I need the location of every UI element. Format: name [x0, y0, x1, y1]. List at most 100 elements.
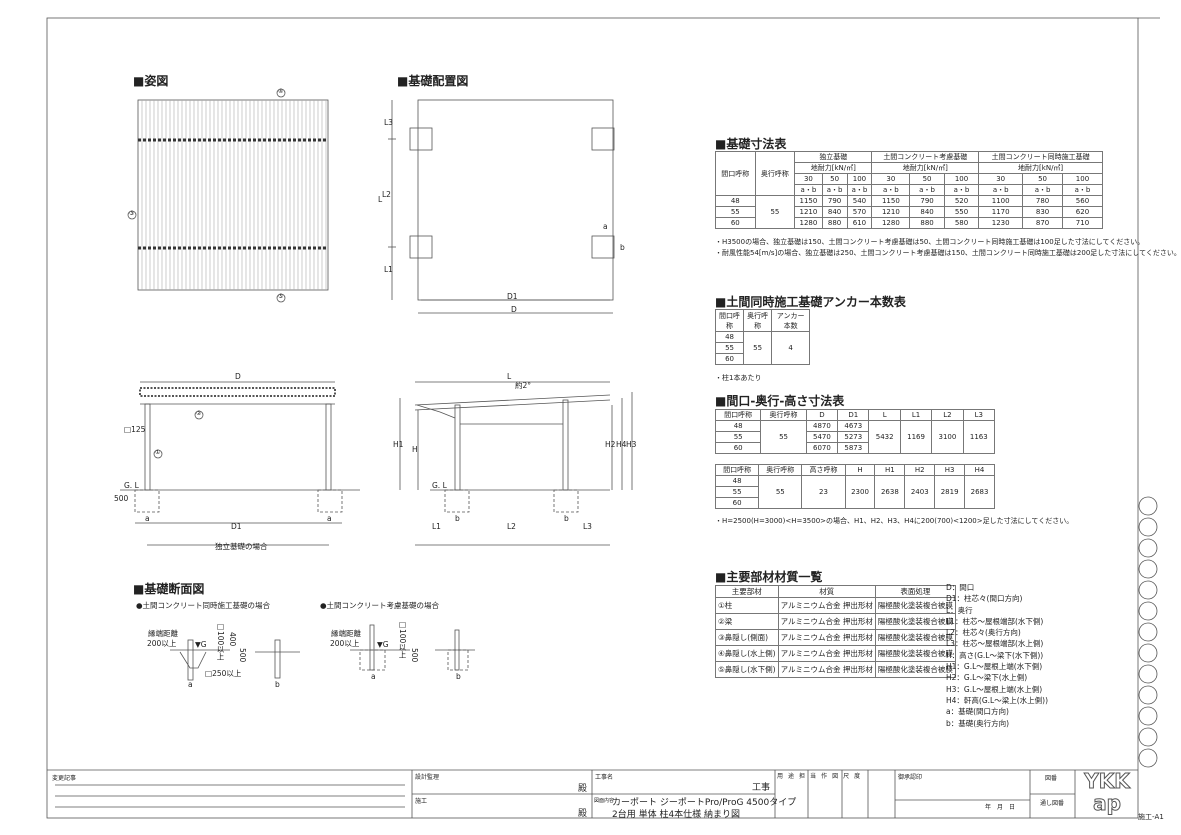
label-edge-val-2: 200以上	[330, 639, 360, 648]
side-elevation	[399, 381, 633, 546]
front-caption: 独立基礎の場合	[215, 542, 268, 551]
section-left-caption: ●土間コンクリート同時施工基礎の場合	[136, 601, 271, 610]
value: 560	[1061, 195, 1104, 207]
header: H	[844, 464, 876, 476]
bearing-header: 地耐力[kN/㎡]	[871, 162, 980, 174]
header: D	[805, 409, 839, 421]
value: 1210	[794, 206, 823, 218]
bearing-header: 地耐力[kN/㎡]	[794, 162, 873, 174]
L2: 3100	[931, 420, 964, 454]
anchor-note: ・柱1本あたり	[715, 374, 762, 382]
front-elevation	[120, 381, 360, 546]
label-sec-b2: b	[456, 672, 461, 681]
label-D1: D1	[507, 292, 518, 301]
header: 奥行呼称	[743, 309, 773, 332]
label-H1: H1	[393, 440, 404, 449]
label-L3: L3	[384, 118, 393, 127]
content-label: 図面内容	[594, 798, 615, 804]
label-500-right: 500	[410, 648, 419, 663]
span: 55	[714, 342, 745, 354]
label-D: D	[511, 305, 517, 314]
value: 710	[1061, 217, 1104, 229]
cell: アルミニウム合金 押出形材	[777, 613, 876, 630]
header: 間口呼称	[714, 409, 762, 421]
ab: a・b	[978, 184, 1024, 196]
header: 奥行呼称	[760, 409, 807, 421]
foundation-note-2: ・耐風性能54[m/s]の場合、独立基礎は250、土間コンクリート考慮基礎は15…	[715, 249, 1181, 257]
bearing-header: 地耐力[kN/㎡]	[978, 162, 1103, 174]
cell: 陽極酸化塗装複合被膜	[874, 597, 956, 614]
value: 620	[1061, 206, 1104, 218]
label-H4: H4	[616, 440, 627, 449]
value: 1150	[794, 195, 823, 207]
value: 1170	[978, 206, 1024, 218]
depth: 55	[758, 475, 803, 509]
H3: 2819	[934, 475, 966, 509]
cell: アルミニウム合金 押出形材	[777, 597, 876, 614]
span: 60	[714, 497, 760, 509]
H4: 2683	[964, 475, 995, 509]
label-side-L1: L1	[432, 522, 441, 531]
load: 100	[943, 173, 980, 185]
drawing-title-1: カーポート ジーポートPro/ProG 4500タイプ	[612, 798, 797, 808]
cell: ⑤鼻隠し(水下側)	[715, 661, 779, 678]
ab: a・b	[846, 184, 873, 196]
L1: 1169	[899, 420, 933, 454]
cell: 陽極酸化塗装複合被膜	[874, 645, 956, 662]
value: 880	[821, 217, 848, 229]
legend-item: L2：柱芯々(奥行方向)	[946, 628, 1021, 638]
legend-item: L3：柱芯～屋根端部(水上側)	[946, 639, 1044, 649]
value: 1280	[794, 217, 823, 229]
label-front-a1: a	[145, 514, 150, 523]
header: 高さ呼称	[801, 464, 846, 476]
cell: 陽極酸化塗装複合被膜	[874, 661, 956, 678]
span: 60	[714, 353, 745, 365]
header: 材質	[777, 585, 876, 598]
value: 790	[909, 195, 945, 207]
col: 当	[810, 773, 817, 780]
value: 580	[943, 217, 980, 229]
load: 30	[871, 173, 911, 185]
value: 1230	[978, 217, 1024, 229]
col: 途	[788, 773, 795, 780]
value: 840	[821, 206, 848, 218]
D: 5470	[805, 431, 839, 443]
ab: a・b	[1061, 184, 1104, 196]
H2: 2403	[904, 475, 936, 509]
value: 520	[943, 195, 980, 207]
header: L	[868, 409, 901, 421]
drawing-no-label: 図番	[1045, 775, 1058, 782]
value: 880	[909, 217, 945, 229]
D1: 5273	[837, 431, 870, 443]
label-c5: ⑤	[278, 293, 284, 300]
design-label: 設計監理	[415, 774, 440, 781]
label-sec-b1: b	[275, 680, 280, 689]
load: 50	[1022, 173, 1063, 185]
value: 1210	[871, 206, 911, 218]
plan-view	[127, 88, 329, 303]
cell: 陽極酸化塗装複合被膜	[874, 613, 956, 630]
label-H3: H3	[626, 440, 637, 449]
change-label: 変更記事	[52, 775, 77, 782]
label-g-2: ▼G	[377, 640, 389, 649]
header-depth: 奥行呼称	[754, 151, 796, 196]
label-g: ▼G	[195, 640, 207, 649]
header: 主要部材	[715, 585, 779, 598]
project-value: 工事	[752, 783, 771, 793]
label-slope: 約2°	[515, 381, 532, 390]
span: 55	[715, 206, 756, 218]
col: 図	[832, 773, 839, 780]
cell: ③鼻隠し(側面)	[715, 629, 779, 646]
label-500-left: 500	[238, 648, 247, 663]
foundation-table: 間口呼称奥行呼称 独立基礎土間コンクリート考慮基礎土間コンクリート同時施工基礎 …	[715, 151, 1104, 229]
group-header: 独立基礎	[794, 151, 873, 163]
value: 1280	[871, 217, 911, 229]
foundation-layout-title: ■基礎配置図	[397, 74, 469, 88]
label-t100: □100以上	[216, 622, 225, 661]
approval-label: 御承認印	[898, 774, 923, 781]
L: 5432	[868, 420, 901, 454]
